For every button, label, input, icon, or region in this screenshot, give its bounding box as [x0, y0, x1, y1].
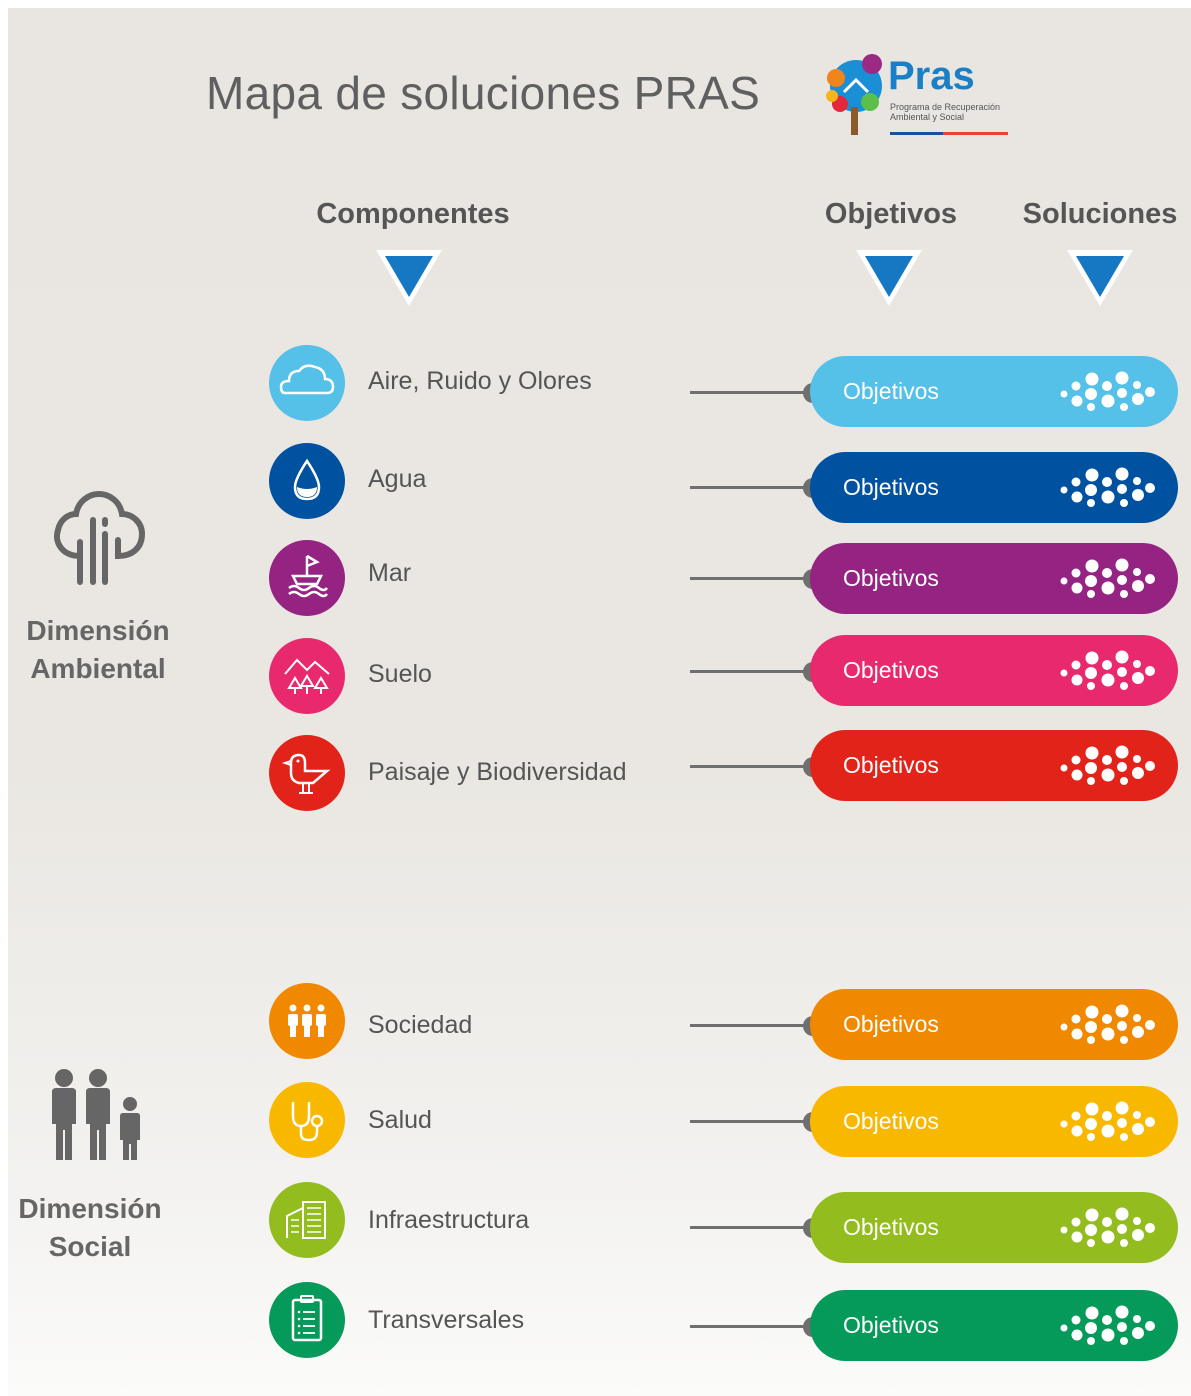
- component-icon-circle: [269, 443, 345, 519]
- stethoscope-icon: [291, 1102, 324, 1142]
- page-title: Mapa de soluciones PRAS: [206, 67, 761, 119]
- dimension-ambiental-line2: Ambiental: [30, 653, 166, 684]
- soluciones-dots-icon[interactable]: [1058, 1206, 1158, 1250]
- connector-line: [690, 391, 814, 394]
- column-header-soluciones: Soluciones: [1022, 198, 1178, 230]
- component-row-paisaje: Paisaje y Biodiversidad Objetivos: [0, 730, 1191, 815]
- objetivos-pill-label: Objetivos: [843, 378, 939, 404]
- component-row-agua: Agua Objetivos: [0, 443, 1191, 523]
- objetivos-pill[interactable]: Objetivos: [810, 1290, 1178, 1361]
- people-icon: [52, 1069, 140, 1160]
- connector-line: [690, 1325, 814, 1328]
- connector-line: [690, 486, 814, 489]
- objetivos-pill-label: Objetivos: [843, 1214, 939, 1240]
- logo-word: Pras: [888, 54, 975, 98]
- objetivos-pill[interactable]: Objetivos: [810, 635, 1178, 706]
- dimension-ambiental-label: Dimensión Ambiental: [26, 612, 169, 688]
- soluciones-dots-icon[interactable]: [1058, 744, 1158, 788]
- soluciones-dots-icon[interactable]: [1058, 370, 1158, 414]
- cloud-icon: [279, 364, 335, 395]
- component-icon-circle: [269, 735, 345, 811]
- boat-waves-icon: [288, 554, 328, 598]
- objetivos-pill[interactable]: Objetivos: [810, 1086, 1178, 1157]
- dimension-social-line2: Social: [48, 1231, 132, 1262]
- component-label: Agua: [368, 465, 427, 493]
- component-label: Transversales: [368, 1306, 525, 1334]
- logo-flag-bar: [890, 132, 1008, 135]
- connector-line: [690, 670, 814, 673]
- soluciones-dots-icon[interactable]: [1058, 1003, 1158, 1047]
- down-arrow-icon: [1067, 250, 1133, 306]
- component-label: Suelo: [368, 660, 432, 688]
- component-icon-circle: [269, 540, 345, 616]
- component-label: Sociedad: [368, 1011, 473, 1039]
- dimension-social-label: Dimensión Social: [18, 1190, 161, 1266]
- connector-line: [690, 765, 814, 768]
- pras-logo: Pras Programa de Recuperación Ambiental …: [822, 52, 1022, 142]
- mountains-trees-icon: [284, 658, 330, 694]
- component-row-transversales: Transversales Objetivos: [0, 1282, 1191, 1362]
- objetivos-pill-label: Objetivos: [843, 752, 939, 778]
- logo-subtitle-line2: Ambiental y Social: [890, 112, 965, 122]
- column-header-componentes: Componentes: [316, 198, 510, 230]
- objetivos-pill[interactable]: Objetivos: [810, 1192, 1178, 1263]
- component-icon-circle: [269, 345, 345, 421]
- down-arrow-icon: [376, 250, 442, 306]
- bird-icon: [281, 753, 331, 794]
- component-icon-circle: [269, 1082, 345, 1158]
- component-label: Paisaje y Biodiversidad: [368, 758, 627, 786]
- soluciones-dots-icon[interactable]: [1058, 1100, 1158, 1144]
- connector-line: [690, 1024, 814, 1027]
- objetivos-pill[interactable]: Objetivos: [810, 543, 1178, 614]
- component-label: Aire, Ruido y Olores: [368, 367, 592, 395]
- component-row-infraestructura: Infraestructura Objetivos: [0, 1182, 1191, 1263]
- group-icon: [288, 1004, 326, 1037]
- objetivos-pill-label: Objetivos: [843, 657, 939, 683]
- connector-line: [690, 577, 814, 580]
- connector-line: [690, 1120, 814, 1123]
- component-label: Salud: [368, 1106, 432, 1134]
- down-arrow-icon: [856, 250, 922, 306]
- objetivos-pill-label: Objetivos: [843, 474, 939, 500]
- component-icon-circle: [269, 983, 345, 1059]
- objetivos-pill[interactable]: Objetivos: [810, 989, 1178, 1060]
- dimension-social-line1: Dimensión: [18, 1193, 162, 1224]
- clipboard-icon: [291, 1295, 323, 1342]
- component-row-sociedad: Sociedad Objetivos: [0, 983, 1191, 1063]
- objetivos-pill-label: Objetivos: [843, 1108, 939, 1134]
- component-label: Mar: [368, 559, 412, 587]
- dimension-ambiental-line1: Dimensión: [26, 615, 170, 646]
- connector-line: [690, 1226, 814, 1229]
- objetivos-pill[interactable]: Objetivos: [810, 356, 1178, 427]
- component-row-mar: Mar Objetivos: [0, 540, 1191, 620]
- objetivos-pill-label: Objetivos: [843, 1312, 939, 1338]
- component-icon-circle: [269, 1282, 345, 1358]
- soluciones-dots-icon[interactable]: [1058, 466, 1158, 510]
- soluciones-dots-icon[interactable]: [1058, 557, 1158, 601]
- logo-subtitle-line1: Programa de Recuperación: [890, 102, 1001, 112]
- column-header-objetivos: Objetivos: [824, 198, 958, 230]
- soluciones-dots-icon[interactable]: [1058, 1304, 1158, 1348]
- soluciones-dots-icon[interactable]: [1058, 649, 1158, 693]
- buildings-icon: [286, 1201, 326, 1239]
- objetivos-pill-label: Objetivos: [843, 1011, 939, 1037]
- logo-subtitle: Programa de Recuperación Ambiental y Soc…: [890, 102, 1000, 122]
- component-icon-circle: [269, 1182, 345, 1258]
- water-drop-icon: [293, 458, 321, 501]
- component-row-aire: Aire, Ruido y Olores Objetivos: [0, 345, 1191, 427]
- component-label: Infraestructura: [368, 1206, 530, 1234]
- component-row-suelo: Suelo Objetivos: [0, 635, 1191, 718]
- component-row-salud: Salud Objetivos: [0, 1082, 1191, 1162]
- component-icon-circle: [269, 638, 345, 714]
- logo-mark-icon: [826, 54, 882, 135]
- objetivos-pill[interactable]: Objetivos: [810, 730, 1178, 801]
- tree-icon: [54, 490, 146, 585]
- objetivos-pill[interactable]: Objetivos: [810, 452, 1178, 523]
- objetivos-pill-label: Objetivos: [843, 565, 939, 591]
